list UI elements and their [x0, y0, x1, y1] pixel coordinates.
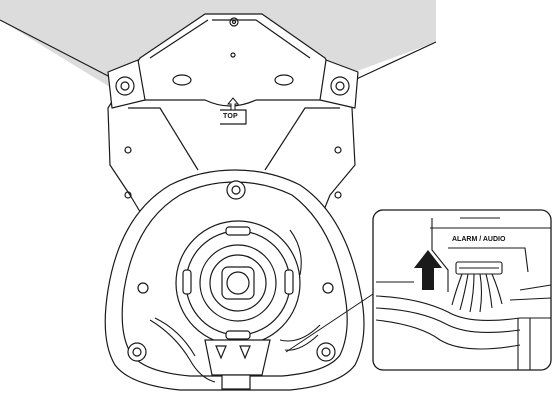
detail-inset	[372, 209, 552, 371]
connector-label: ALARM / AUDIO	[452, 236, 506, 243]
right-lug	[319, 59, 359, 109]
insert-arrow-icon	[414, 250, 442, 290]
left-lug	[107, 59, 146, 109]
top-label: TOP	[223, 113, 238, 120]
cable	[149, 319, 216, 383]
top-arrow-icon	[226, 97, 240, 111]
callout-leader	[285, 291, 377, 353]
